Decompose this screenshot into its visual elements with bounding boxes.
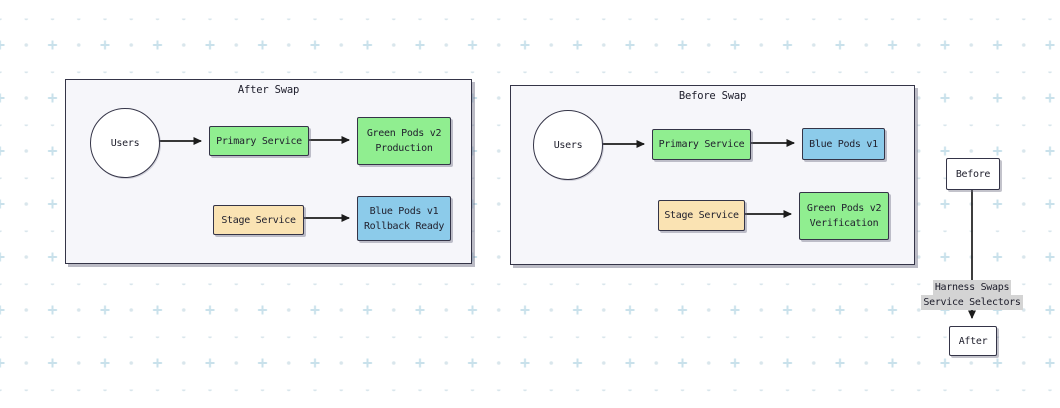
stage-service-node-after: Stage Service: [213, 205, 304, 235]
primary-service-node-before: Primary Service: [652, 129, 751, 160]
before-state-node: Before: [946, 158, 1000, 190]
before-swap-title: Before Swap: [678, 90, 747, 102]
blue-pods-rollback-node: Blue Pods v1 Rollback Ready: [357, 196, 451, 241]
after-swap-title: After Swap: [237, 84, 300, 96]
after-state-node: After: [949, 326, 997, 356]
primary-service-node-after: Primary Service: [209, 126, 309, 156]
stage-service-node-before: Stage Service: [658, 200, 745, 231]
users-node-before: Users: [533, 110, 603, 180]
edge-label-line1: Harness Swaps: [932, 280, 1012, 295]
green-pods-verification-node: Green Pods v2 Verification: [799, 192, 889, 240]
edge-label-line2: Service Selectors: [921, 295, 1023, 310]
blue-pods-v1-node: Blue Pods v1: [802, 128, 885, 160]
transition-edge-label: Harness Swaps Service Selectors: [920, 280, 1024, 310]
green-pods-production-node: Green Pods v2 Production: [357, 117, 451, 165]
users-node-after: Users: [90, 108, 160, 178]
